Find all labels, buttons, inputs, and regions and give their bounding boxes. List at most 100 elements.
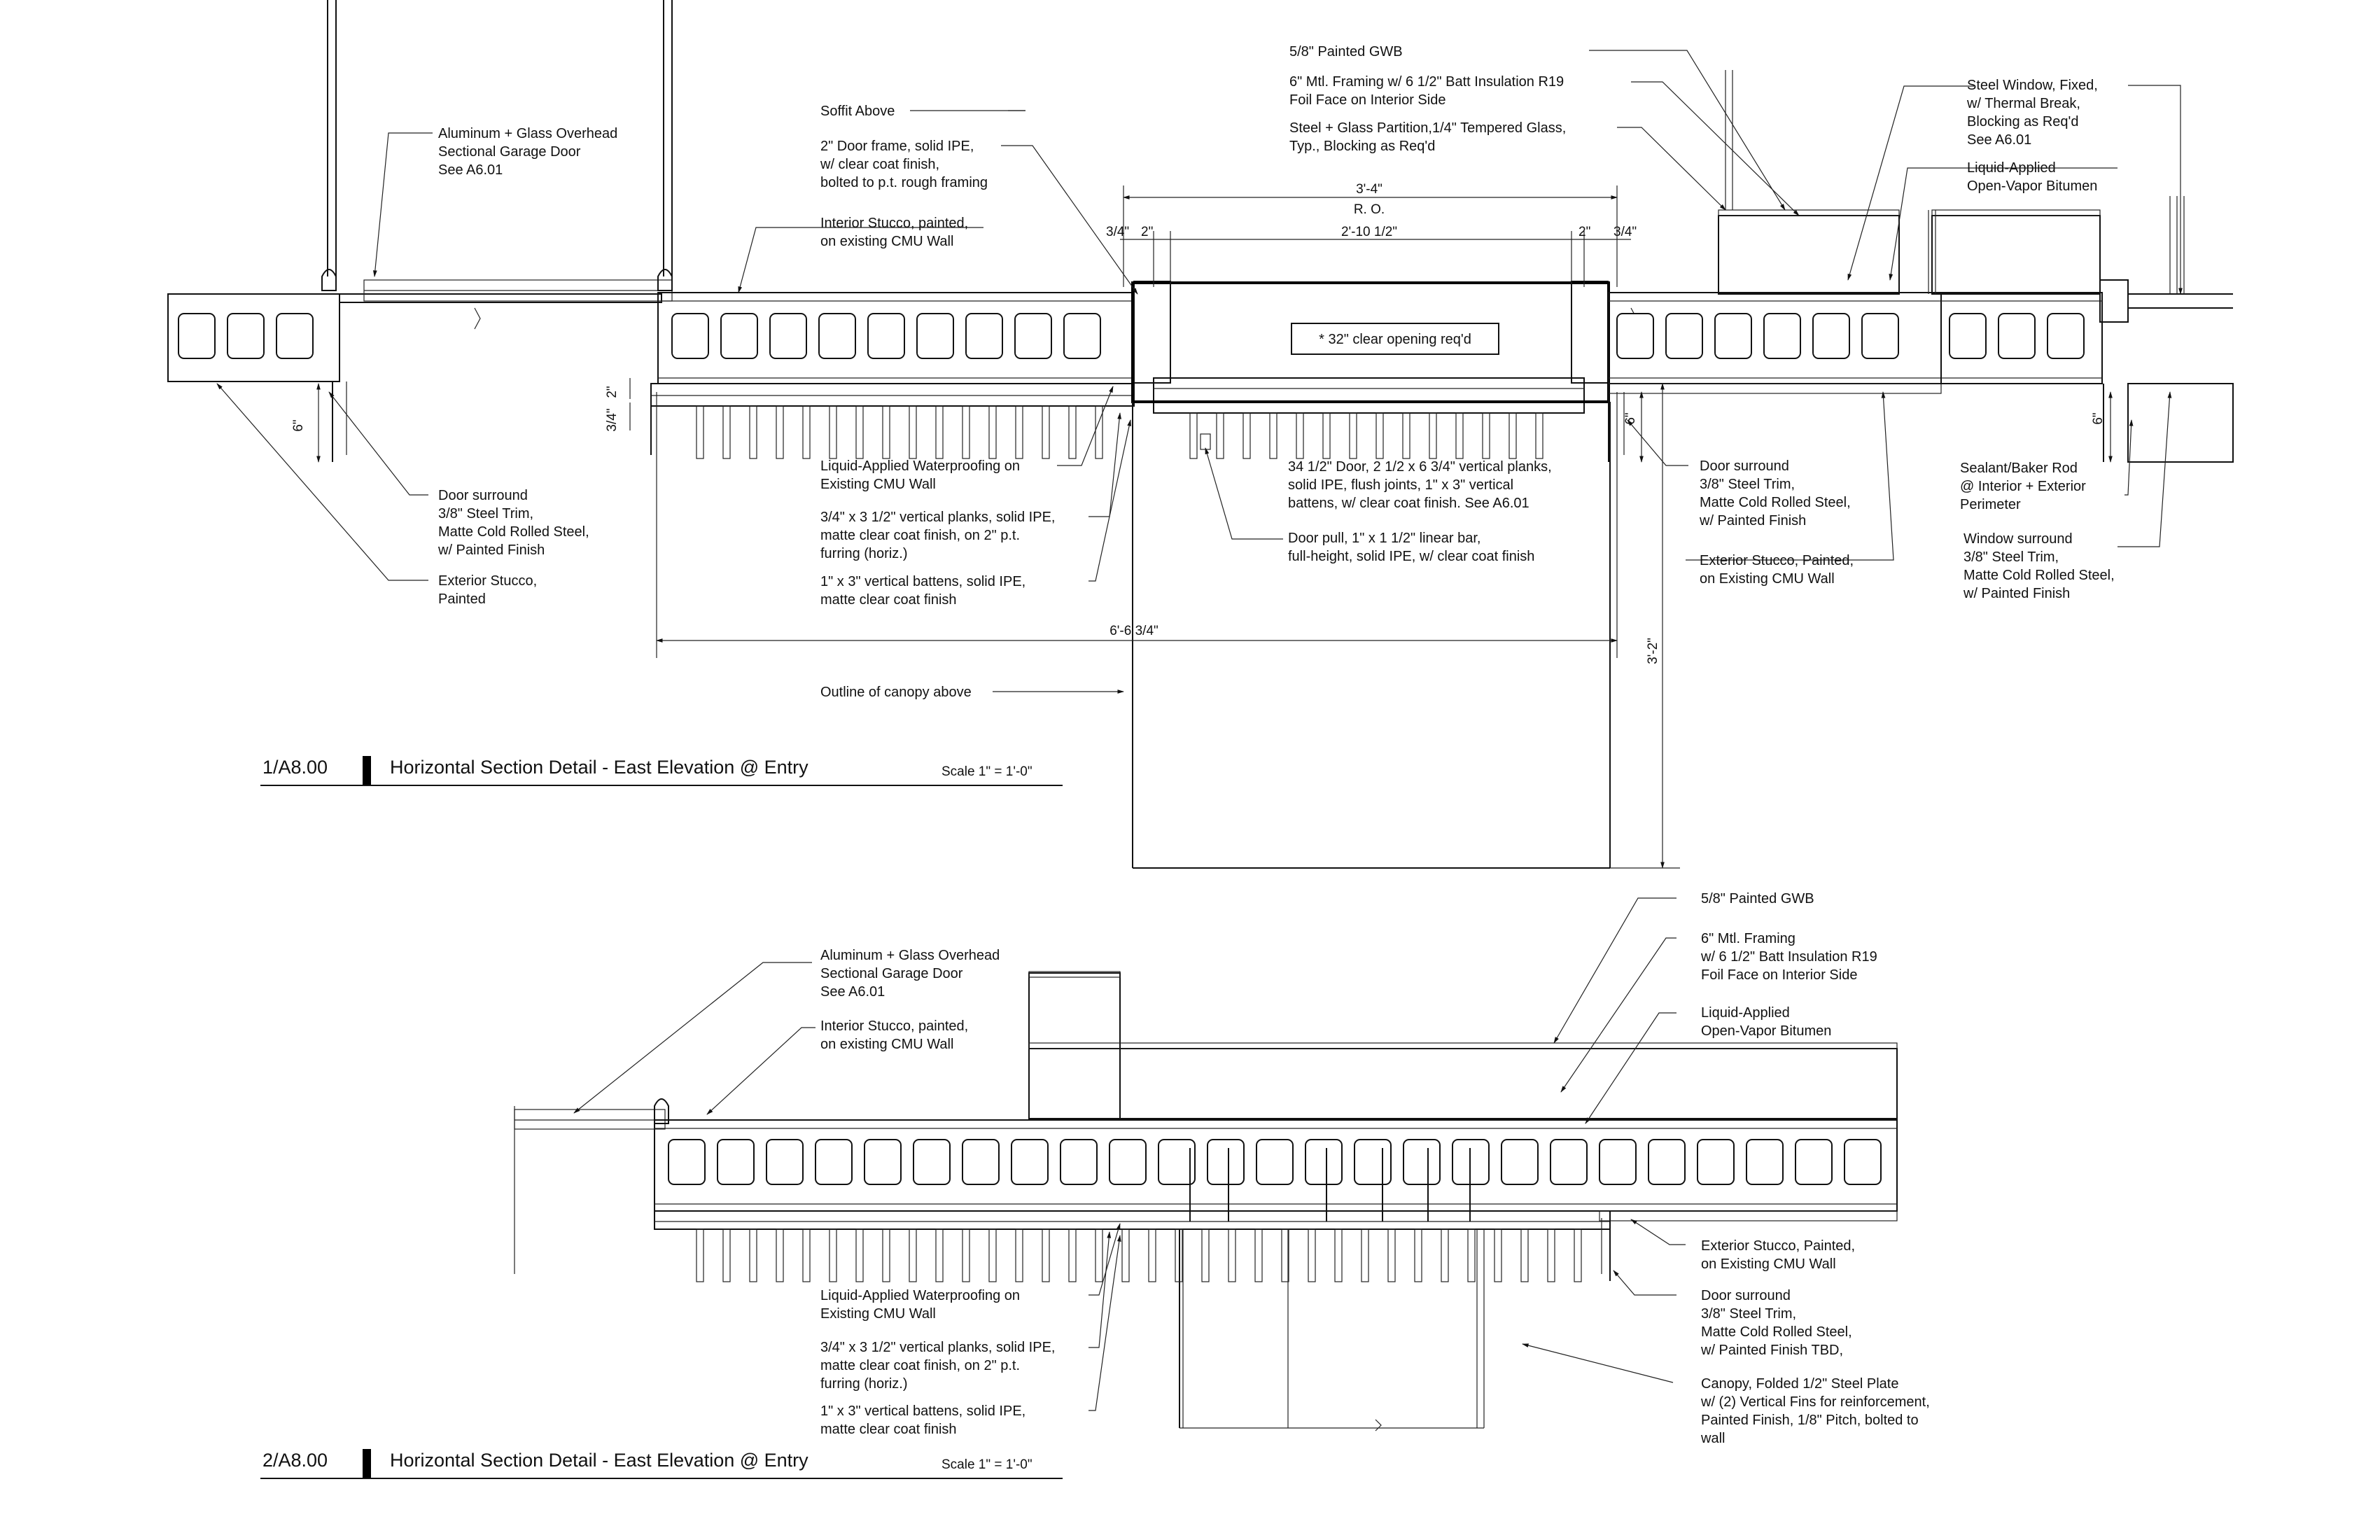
ipe-batten <box>1387 1228 1396 1282</box>
ipe-batten <box>1455 412 1464 459</box>
note-planks: 3/4" x 3 1/2" vertical planks, solid IPE… <box>820 510 1059 561</box>
cmu-cell <box>1844 1139 1882 1185</box>
ipe-batten <box>1254 1228 1263 1282</box>
note-door-surround: Door surround 3/8" Steel Trim, Matte Col… <box>1700 1288 1856 1358</box>
dim-clear-width: 2'-10 1/2" <box>1341 225 1397 239</box>
cmu-cell <box>1763 313 1801 359</box>
ipe-batten <box>776 405 784 459</box>
cmu-cell <box>2047 313 2085 359</box>
dim-right-2: 2" <box>1578 225 1590 239</box>
note-door-pull: Door pull, 1" x 1 1/2" linear bar, full-… <box>1288 531 1534 564</box>
ipe-batten <box>1308 1228 1316 1282</box>
ipe-batten <box>1574 1228 1582 1282</box>
dim-ro-width: 3'-4" <box>1356 182 1382 197</box>
ipe-planks <box>696 405 1544 459</box>
ipe-batten <box>1414 1228 1422 1282</box>
ipe-batten <box>1402 412 1410 459</box>
ipe-batten <box>829 1228 837 1282</box>
cmu-cell <box>720 313 758 359</box>
cmu-cell <box>818 313 856 359</box>
ipe-batten <box>988 405 997 459</box>
detail-title: Horizontal Section Detail - East Elevati… <box>390 1450 808 1471</box>
ipe-batten <box>1376 412 1384 459</box>
ipe-batten <box>1042 1228 1050 1282</box>
detail-1-section <box>167 0 2234 869</box>
note-ext-stucco-right: Exterior Stucco, Painted, on Existing CM… <box>1700 553 1858 587</box>
detail-number: 2/A8.00 <box>262 1450 328 1471</box>
clear-opening-note: * 32" clear opening req'd <box>1319 332 1471 347</box>
batt-insulation <box>1718 70 2101 295</box>
cmu-cell <box>1207 1139 1245 1185</box>
ipe-batten <box>882 1228 890 1282</box>
cmu-cells <box>178 313 2085 359</box>
detail-title: Horizontal Section Detail - East Elevati… <box>390 757 808 778</box>
note-waterproofing: Liquid-Applied Waterproofing on Existing… <box>820 458 1024 492</box>
dim-two: 2" <box>605 386 620 398</box>
ipe-batten <box>1361 1228 1369 1282</box>
ipe-batten <box>1482 412 1490 459</box>
cmu-cell <box>1354 1139 1392 1185</box>
dim-overall: 6'-6 3/4" <box>1110 624 1158 638</box>
ipe-batten <box>1201 1228 1210 1282</box>
break-line <box>1928 210 1936 294</box>
title-bar-mark <box>363 1449 371 1478</box>
cmu-cell <box>1648 1139 1686 1185</box>
ipe-batten <box>1269 412 1278 459</box>
ipe-batten <box>882 405 890 459</box>
ipe-batten <box>749 1228 757 1282</box>
cmu-cell <box>668 1139 706 1185</box>
cmu-cell <box>1599 1139 1637 1185</box>
cmu-cell <box>1011 1139 1049 1185</box>
cmu-cell <box>1714 313 1752 359</box>
note-bitumen: Liquid-Applied Open-Vapor Bitumen <box>1967 160 2097 194</box>
ipe-batten <box>1095 405 1103 459</box>
ipe-batten <box>988 1228 997 1282</box>
cmu-cell <box>1697 1139 1735 1185</box>
cmu-cell <box>1014 313 1052 359</box>
cmu-cell <box>276 313 314 359</box>
note-door-surround-left: Door surround 3/8" Steel Trim, Matte Col… <box>438 488 593 558</box>
cmu-cell <box>1501 1139 1539 1185</box>
title-block-detail-2: 2/A8.00 Horizontal Section Detail - East… <box>260 1449 1063 1479</box>
note-bitumen: Liquid-Applied Open-Vapor Bitumen <box>1701 1005 1831 1039</box>
leader-lines <box>216 50 2183 1411</box>
cmu-cell <box>913 1139 951 1185</box>
cmu-cell <box>1550 1139 1588 1185</box>
cmu-cell <box>1665 313 1703 359</box>
dim-six-c: 6" <box>2091 412 2106 424</box>
cmu-cell <box>671 313 709 359</box>
dimensions-detail-1 <box>316 186 2113 869</box>
dim-six-a: 6" <box>291 419 306 431</box>
ipe-batten <box>1015 1228 1023 1282</box>
cmu-cell <box>1616 313 1654 359</box>
cmu-cell <box>867 313 905 359</box>
dim-six-b: 6" <box>1623 412 1638 424</box>
cmu-cell <box>1060 1139 1098 1185</box>
note-battens: 1" x 3" vertical battens, solid IPE, mat… <box>820 574 1030 608</box>
ipe-batten <box>1095 1228 1103 1282</box>
ipe-batten <box>1429 412 1437 459</box>
dim-three-quarter: 3/4" <box>605 408 620 431</box>
clear-opening-box <box>1291 323 1499 355</box>
ipe-batten <box>1441 1228 1449 1282</box>
cmu-cell <box>178 313 216 359</box>
note-interior-stucco: Interior Stucco, painted, on existing CM… <box>820 1018 972 1052</box>
detail-number: 1/A8.00 <box>262 757 328 778</box>
note-mtl-framing: 6" Mtl. Framing w/ 6 1/2" Batt Insulatio… <box>1289 74 1568 108</box>
note-door: 34 1/2" Door, 2 1/2 x 6 3/4" vertical pl… <box>1288 459 1555 511</box>
ipe-batten <box>1296 412 1304 459</box>
cmu-cell <box>864 1139 902 1185</box>
ipe-batten <box>1242 412 1251 459</box>
ipe-batten <box>829 405 837 459</box>
dim-canopy-depth: 3'-2" <box>1646 638 1660 664</box>
garage-door-section <box>514 1098 669 1274</box>
ipe-batten <box>1189 412 1198 459</box>
ipe-batten <box>1175 1228 1183 1282</box>
ipe-batten <box>1068 1228 1077 1282</box>
detail-2-section <box>514 971 1898 1432</box>
ipe-batten <box>776 1228 784 1282</box>
ipe-batten <box>696 1228 704 1282</box>
ipe-batten <box>1349 412 1357 459</box>
ipe-batten <box>1535 412 1544 459</box>
